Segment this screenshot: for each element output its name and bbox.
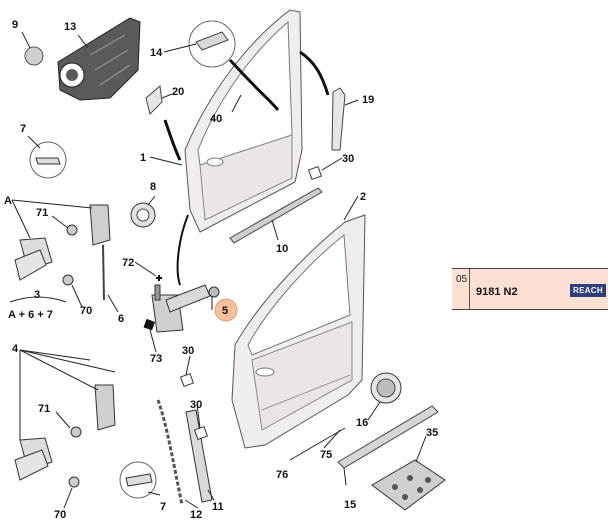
bolt-part-70-upper[interactable]	[62, 274, 74, 286]
callout-3: 3	[34, 289, 40, 301]
callout-labels: 9 13 14 20 40 19 7 1 30 8 2 A 71 10 72 7…	[4, 19, 438, 521]
bolt-part-71-upper[interactable]	[66, 224, 78, 236]
speaker-part-16[interactable]	[370, 372, 402, 404]
exploded-door-diagram: 9 13 14 20 40 19 7 1 30 8 2 A 71 10 72 7…	[4, 9, 446, 521]
adhesive-tape-part-20[interactable]	[145, 85, 163, 115]
callout-30-lower: 30	[190, 399, 202, 411]
reach-badge: REACH	[570, 284, 606, 297]
cap-part-9[interactable]	[24, 46, 44, 66]
clip-box-30-a[interactable]	[307, 165, 323, 181]
callout-4: 4	[12, 343, 19, 355]
door-trim-panel-part-13[interactable]	[57, 17, 141, 101]
callout-6: 6	[118, 313, 124, 325]
clip-kit-part-35[interactable]	[371, 459, 446, 511]
cross-part-72	[156, 275, 162, 281]
callout-1: 1	[140, 152, 146, 164]
callout-20: 20	[172, 86, 184, 98]
clip-detail-part-7-upper[interactable]	[29, 141, 67, 179]
moulding-part-10[interactable]	[229, 187, 323, 244]
grommet-part-8[interactable]	[130, 202, 156, 228]
callout-2: 2	[360, 191, 366, 203]
seal-line-left	[163, 119, 182, 161]
callout-7-upper: 7	[20, 123, 26, 135]
callout-70-upper: 70	[80, 305, 92, 317]
reference-code: 05	[452, 269, 470, 309]
callout-70-lower: 70	[54, 509, 66, 521]
part-number: 9181 N2	[476, 286, 518, 298]
callout-14: 14	[150, 47, 163, 59]
formula-brace	[9, 296, 67, 303]
weatherstrip-detail-part-14[interactable]	[188, 20, 236, 68]
callout-30-upper: 30	[342, 153, 354, 165]
seal-line-front	[228, 58, 280, 111]
callout-12: 12	[190, 509, 202, 521]
callout-7-lower: 7	[160, 501, 166, 513]
seal-strip-part-12[interactable]	[156, 399, 184, 506]
seal-line-bottom	[176, 214, 189, 286]
seal-line-right	[299, 50, 330, 96]
part-reference-row[interactable]: 05 9181 N2 REACH	[452, 268, 608, 310]
callout-72: 72	[122, 257, 134, 269]
door-check-strap-part-5[interactable]	[151, 284, 220, 333]
callout-16: 16	[356, 417, 368, 429]
callout-19: 19	[362, 94, 374, 106]
seal-strip-part-19[interactable]	[331, 87, 346, 151]
callout-76: 76	[276, 469, 288, 481]
bolt-part-71-lower[interactable]	[70, 426, 82, 438]
callout-a: A	[4, 195, 12, 207]
rod-part-6[interactable]	[102, 244, 105, 301]
callout-71-upper: 71	[36, 207, 48, 219]
square-part-73	[143, 318, 156, 331]
formula-label: A + 6 + 7	[8, 309, 53, 321]
lower-moulding-part-76[interactable]	[337, 405, 439, 469]
callout-5: 5	[222, 305, 228, 317]
lower-hinge-assembly-part-4[interactable]	[14, 384, 116, 481]
callout-13: 13	[64, 21, 76, 33]
clip-box-30-c[interactable]	[193, 425, 209, 441]
callout-15: 15	[344, 499, 356, 511]
callout-71-lower: 71	[38, 403, 50, 415]
callout-75: 75	[320, 449, 332, 461]
upper-hinge-assembly-part-a[interactable]	[14, 204, 111, 281]
clip-detail-part-7-lower[interactable]	[119, 461, 157, 499]
seal-strip-part-11[interactable]	[185, 409, 213, 503]
rear-door-part-2[interactable]	[231, 214, 366, 449]
callout-40: 40	[210, 113, 222, 125]
callout-5-highlight	[214, 298, 238, 322]
callout-30-mid: 30	[182, 345, 194, 357]
callout-11: 11	[212, 501, 224, 513]
callout-8: 8	[150, 181, 156, 193]
clip-box-30-b[interactable]	[179, 372, 195, 388]
leader-lines	[11, 31, 427, 509]
callout-10: 10	[276, 243, 288, 255]
callout-9: 9	[12, 19, 18, 31]
front-door-part-1[interactable]	[184, 9, 303, 233]
callout-73: 73	[150, 353, 162, 365]
bolt-part-70-lower[interactable]	[68, 476, 80, 488]
callout-35: 35	[426, 427, 438, 439]
